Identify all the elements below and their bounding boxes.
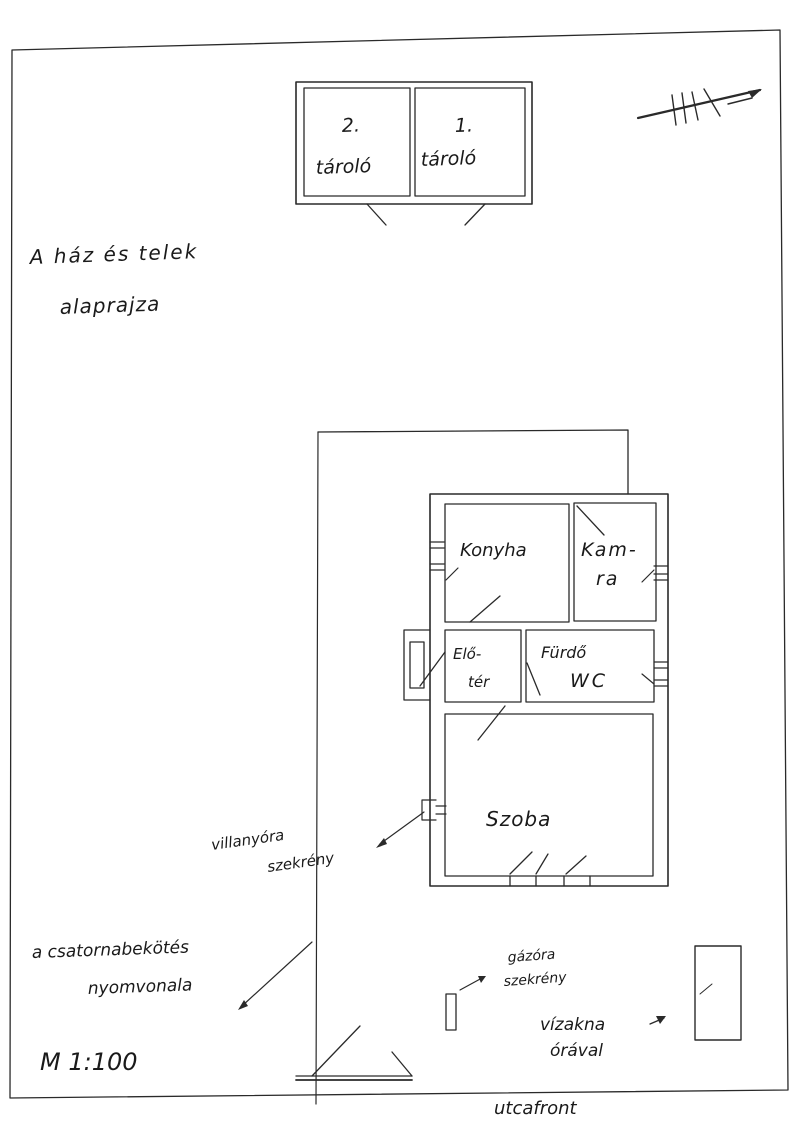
sheet-border — [9, 29, 789, 1099]
room-label-kitchen: Konyha — [460, 540, 527, 561]
room-label-living: Szoba — [486, 807, 551, 831]
water-well-label-line2: órával — [550, 1041, 603, 1061]
annotation-leaders — [238, 811, 666, 1025]
terrace-doors — [509, 851, 591, 887]
plot-outline — [315, 429, 629, 1105]
scale-label: M 1:100 — [40, 1048, 138, 1076]
room-label-bath-line1: Fürdő — [541, 643, 586, 662]
gas-cabinet-label-line1: gázóra — [507, 947, 556, 966]
sewer-route-label-line1: a csatornabekötés — [31, 938, 189, 963]
north-arrow-icon — [636, 88, 762, 126]
sewer-route-label-line2: nyomvonala — [87, 975, 192, 999]
room-label-hall-line2: tér — [468, 673, 490, 691]
room-label-pantry-line1: Kam- — [581, 539, 638, 561]
gas-cabinet — [445, 993, 457, 1031]
plan-title-line2: alaprajza — [59, 292, 160, 319]
room-label-hall-line1: Elő- — [453, 645, 481, 663]
meter-cabinet-label-line2: szekrény — [266, 849, 336, 876]
room-label-pantry-line2: ra — [596, 568, 619, 590]
storage-building — [295, 81, 533, 226]
house-outline — [429, 493, 669, 887]
room-label-bath-line2: WC — [570, 670, 608, 692]
street-front — [295, 1025, 413, 1081]
storage-1-number: 1. — [454, 114, 473, 137]
storage-2-label: tároló — [315, 155, 371, 179]
plan-title-line1: A ház és telek — [27, 239, 198, 269]
water-well — [694, 945, 742, 1041]
windows — [421, 541, 669, 821]
meter-cabinet-label-line1: villanyóra — [210, 826, 285, 854]
gas-cabinet-label-line2: szekrény — [503, 970, 568, 990]
water-well-label-line1: vízakna — [540, 1015, 605, 1035]
storage-2-number: 2. — [341, 114, 360, 137]
entrance-porch — [403, 629, 446, 701]
storage-1-label: tároló — [420, 147, 476, 171]
street-front-label: utcafront — [494, 1098, 578, 1119]
